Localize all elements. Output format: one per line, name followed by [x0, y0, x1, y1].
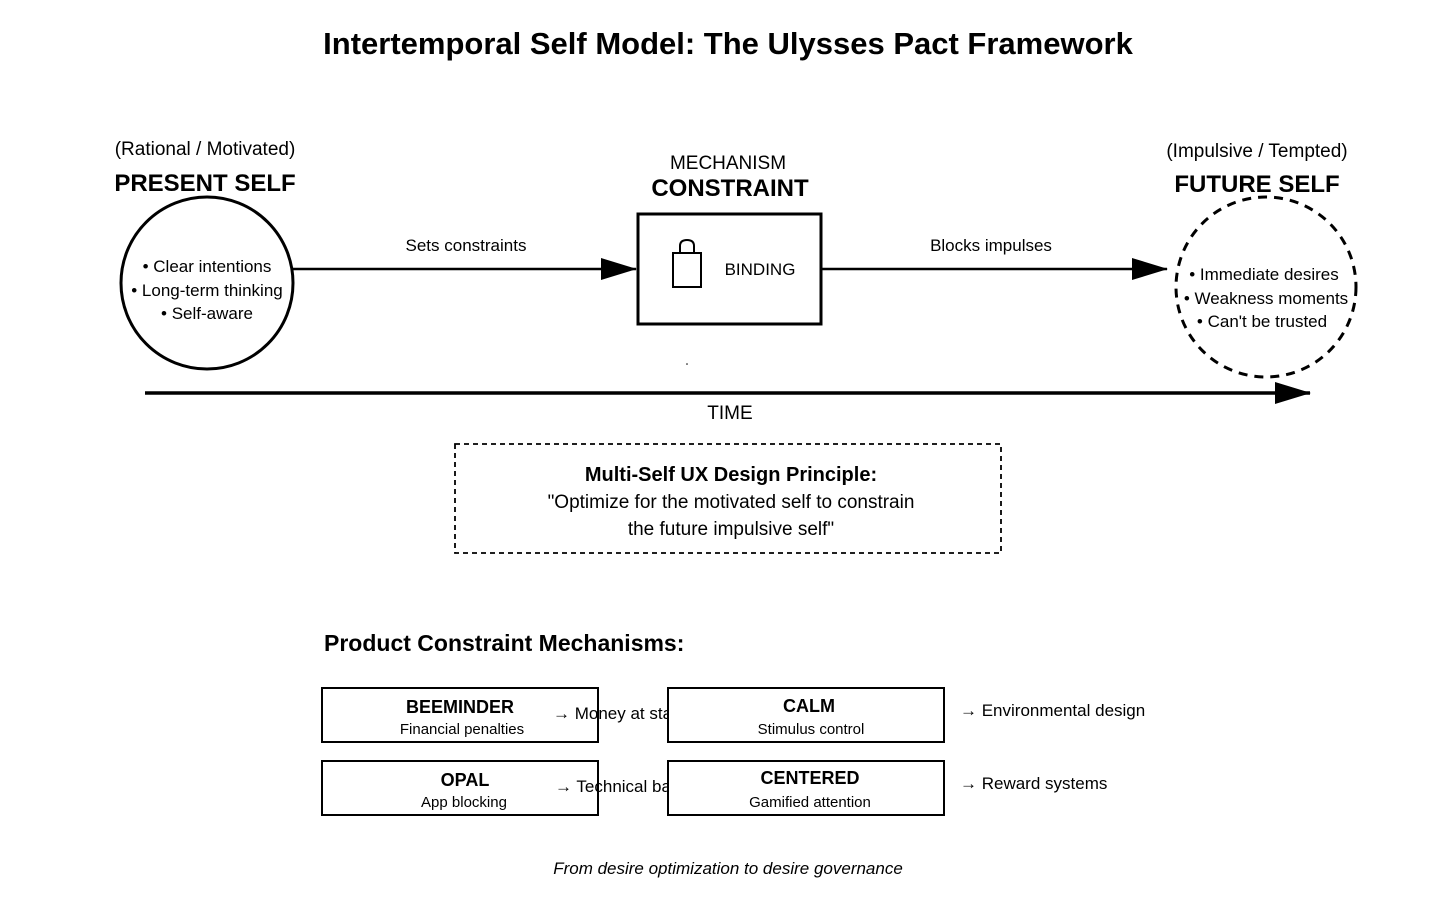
product-card-box — [321, 760, 599, 816]
design-principle-line: "Optimize for the motivated self to cons… — [548, 492, 915, 513]
present-self-subtitle: (Rational / Motivated) — [115, 139, 296, 160]
product-desc: App blocking — [421, 794, 507, 811]
product-outcome: → Money at stake — [553, 704, 690, 723]
present-self-node: (Rational / Motivated) PRESENT SELF • Cl… — [114, 139, 296, 371]
future-self-bullet: • Can't be trusted — [1197, 312, 1327, 331]
design-principle-title: Multi-Self UX Design Principle: — [585, 464, 877, 486]
product-outcome: → Reward systems — [960, 774, 1107, 793]
future-self-heading: FUTURE SELF — [1174, 171, 1339, 198]
mechanism-subtitle: MECHANISM — [670, 153, 786, 174]
present-self-bullet: • Long-term thinking — [131, 281, 282, 300]
design-principle-line: the future impulsive self" — [628, 519, 834, 540]
product-card-box — [321, 687, 599, 743]
product-outcome: → Environmental design — [960, 701, 1145, 720]
diagram-title: Intertemporal Self Model: The Ulysses Pa… — [323, 26, 1133, 61]
future-self-circle — [1174, 195, 1358, 379]
lock-icon — [672, 238, 702, 288]
mechanism-heading: CONSTRAINT — [651, 175, 809, 202]
products-heading: Product Constraint Mechanisms: — [324, 630, 684, 656]
present-self-bullet: • Clear intentions — [143, 257, 272, 276]
mechanism-box — [636, 212, 823, 326]
time-axis-label: TIME — [707, 403, 752, 424]
stray-dot — [686, 363, 688, 365]
edge-label-blocks-impulses: Blocks impulses — [930, 236, 1052, 255]
future-self-bullet: • Immediate desires — [1189, 265, 1339, 284]
future-self-node: (Impulsive / Tempted) FUTURE SELF • Imme… — [1166, 141, 1358, 379]
product-card-opal: OPAL App blocking — [321, 760, 599, 816]
product-card-centered: CENTERED Gamified attention — [667, 760, 945, 816]
mechanism-node: MECHANISM CONSTRAINT BINDING — [636, 153, 823, 365]
product-card-box — [667, 687, 945, 743]
edge-label-sets-constraints: Sets constraints — [406, 236, 527, 255]
present-self-heading: PRESENT SELF — [114, 170, 295, 197]
product-card-calm: CALM Stimulus control — [667, 687, 945, 743]
product-card-box — [667, 760, 945, 816]
product-desc: Stimulus control — [758, 721, 865, 738]
product-name: OPAL — [441, 770, 490, 790]
product-name: CENTERED — [760, 768, 859, 788]
product-card-beeminder: BEEMINDER Financial penalties — [321, 687, 599, 743]
mechanism-box-label: BINDING — [725, 260, 796, 279]
product-name: CALM — [783, 696, 835, 716]
future-self-bullet: • Weakness moments — [1184, 289, 1348, 308]
footer-tagline: From desire optimization to desire gover… — [553, 859, 903, 878]
product-name: BEEMINDER — [406, 697, 514, 717]
design-principle-callout: Multi-Self UX Design Principle: "Optimiz… — [454, 443, 1002, 554]
product-desc: Financial penalties — [400, 721, 524, 738]
product-desc: Gamified attention — [749, 794, 871, 811]
design-principle-box — [454, 443, 1002, 554]
present-self-bullet: • Self-aware — [161, 304, 253, 323]
present-self-circle — [119, 195, 295, 371]
future-self-subtitle: (Impulsive / Tempted) — [1166, 141, 1347, 162]
